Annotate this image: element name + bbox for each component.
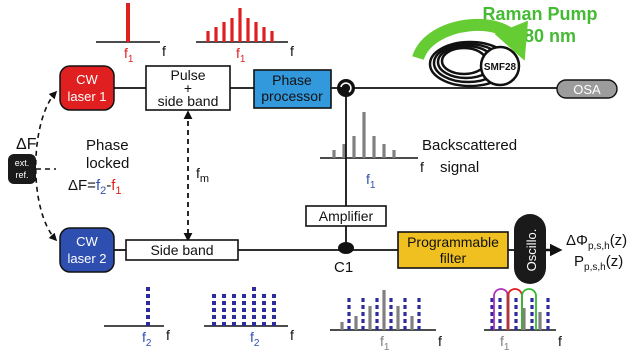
spectrum-lines-blue (347, 296, 421, 330)
svg-text:processor: processor (261, 88, 323, 104)
filter-window-green (521, 288, 537, 330)
pulse-sideband-box: Pulse + side band (145, 65, 231, 111)
signal-label: signal (440, 159, 479, 176)
f1-label: f1 (236, 45, 246, 65)
svg-text:side band: side band (158, 93, 219, 109)
svg-text:filter: filter (440, 250, 467, 266)
pump-arrow (412, 19, 528, 61)
side-band-box: Side band (125, 239, 239, 261)
phase-lock-arrow (34, 90, 58, 242)
f1-label: f1 (366, 171, 376, 191)
spectrum-lines (206, 8, 274, 42)
backscattered-label: Backscattered (422, 137, 517, 154)
f1-label: f1 (500, 333, 510, 353)
f1-label: f1 (380, 333, 390, 353)
svg-text:Oscillo.: Oscillo. (524, 229, 539, 272)
svg-text:laser 1: laser 1 (67, 89, 106, 104)
locked-label: locked (86, 155, 129, 172)
programmable-filter-box: Programmable filter (397, 231, 509, 269)
svg-text:CW: CW (76, 234, 98, 249)
cw-laser-2: CW laser 2 (59, 227, 115, 273)
f-label: f (558, 333, 562, 349)
spectrum-filtered: f1 f (484, 288, 562, 353)
f2-label: f2 (142, 329, 152, 349)
svg-text:ref.: ref. (15, 170, 28, 180)
fiber-spool-label-circle (479, 45, 521, 87)
svg-text:Amplifier: Amplifier (319, 208, 374, 224)
f-label: f (290, 327, 294, 343)
circulator (337, 79, 355, 97)
filter-window-red (507, 288, 523, 330)
fm-label: fm (196, 165, 209, 185)
svg-text:Pulse: Pulse (170, 67, 205, 83)
svg-text:Side band: Side band (150, 242, 213, 258)
svg-text:+: + (184, 80, 192, 96)
ext-ref-badge: ext. ref. (8, 154, 36, 184)
f-label: f (290, 43, 294, 59)
f-label: f (162, 43, 166, 59)
spectrum-laser1: f1 f (96, 3, 166, 65)
spectrum-lines-blue (490, 296, 550, 330)
output-phase-label: ΔΦp,s,h(z) (566, 232, 627, 252)
f-label: f (166, 327, 170, 343)
svg-text:Phase: Phase (272, 72, 312, 88)
spectrum-laser2: f2 f (104, 286, 170, 349)
svg-text:CW: CW (76, 72, 98, 87)
oscilloscope-box: Oscillo. (514, 214, 546, 284)
fiber-label: SMF28 (484, 62, 517, 73)
delta-f-label: ΔF (16, 136, 37, 153)
spectrum-lines (212, 286, 276, 326)
spectrum-backscattered: f1 f (320, 112, 424, 191)
svg-text:Programmable: Programmable (407, 234, 499, 250)
phase-label: Phase (86, 137, 129, 154)
spectrum-combined: f1 f (330, 290, 442, 353)
svg-text:ext.: ext. (15, 158, 30, 168)
spectrum-sideband: f2 f (204, 286, 294, 349)
cw-laser-1: CW laser 1 (59, 65, 115, 111)
coupler-c1: C1 (334, 242, 354, 276)
osa-box: OSA (556, 79, 618, 99)
fiber-spool: SMF28 (412, 19, 528, 88)
spectrum-pulse-sideband: f1 f (196, 8, 294, 65)
delta-f-equation: ΔF=f2-f1 (68, 177, 122, 197)
f-label: f (438, 333, 442, 349)
raman-pump-title: Raman Pump (482, 4, 597, 24)
svg-text:C1: C1 (334, 259, 353, 276)
f-label: f (420, 159, 424, 175)
f2-label: f2 (250, 329, 260, 349)
svg-text:OSA: OSA (573, 82, 601, 97)
phase-processor-box: Phase processor (253, 69, 332, 109)
spectrum-lines-gray (340, 290, 414, 330)
f1-label: f1 (124, 45, 134, 65)
amplifier-box: Amplifier (305, 205, 387, 227)
spectrum-lines (332, 112, 396, 158)
output-power-label: Pp,s,h(z) (574, 253, 623, 273)
svg-text:laser 2: laser 2 (67, 251, 106, 266)
filter-window-purple (493, 288, 509, 330)
